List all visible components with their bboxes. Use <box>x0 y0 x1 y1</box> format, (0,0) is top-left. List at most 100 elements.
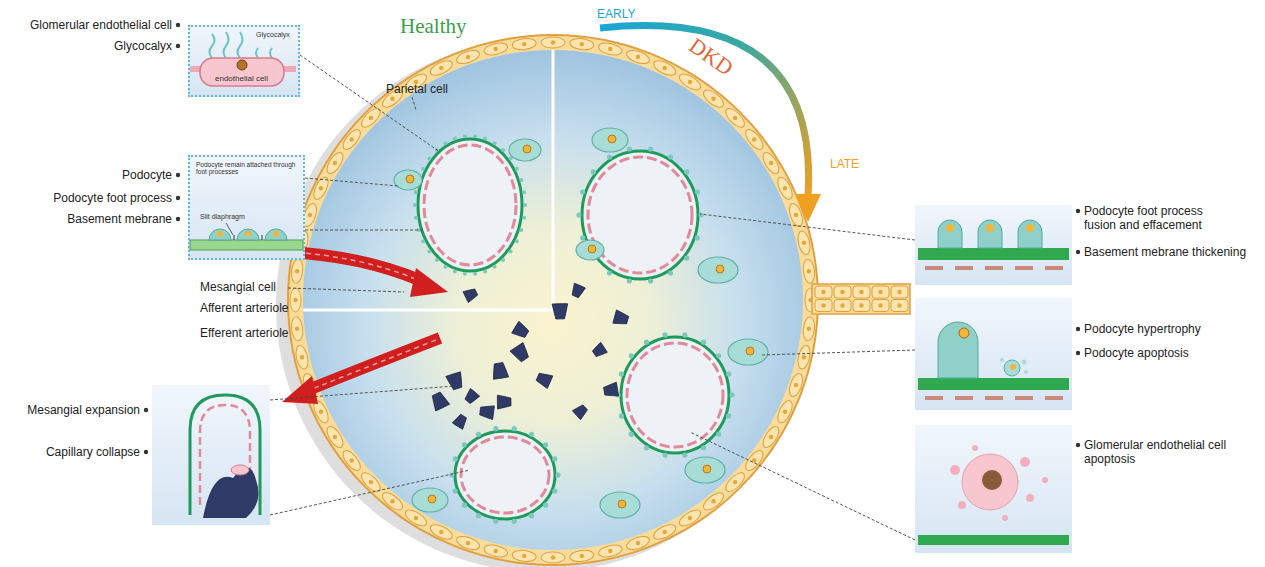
nucleus <box>369 116 373 120</box>
nucleus <box>308 213 312 217</box>
foot-process <box>627 146 632 151</box>
endothelium <box>925 266 1063 270</box>
foot-process <box>483 137 487 141</box>
foot-process <box>529 513 534 518</box>
podocyte <box>394 170 422 190</box>
foot-process <box>493 519 498 524</box>
mesangial-cell <box>613 310 629 324</box>
foot-process <box>462 503 467 508</box>
afferent-arrow <box>285 252 422 281</box>
parietal-cell <box>340 127 364 153</box>
tubule-cell <box>853 300 870 312</box>
nucleus <box>859 303 863 307</box>
foot-process <box>453 269 457 273</box>
mesangial-cell <box>497 395 511 409</box>
glomerular-space <box>303 50 803 550</box>
foot-process <box>682 453 687 458</box>
parietal-cell <box>512 37 537 51</box>
apoptotic-body <box>1000 358 1004 362</box>
nucleus <box>580 42 584 46</box>
foot-process <box>265 229 287 240</box>
basement-membrane <box>455 431 555 519</box>
foot-process <box>1018 220 1042 248</box>
foot-process <box>716 353 721 358</box>
mesangial-cell <box>592 342 607 356</box>
inset-ground <box>188 25 300 97</box>
mesangial-cell <box>512 321 529 337</box>
label-text: Podocyte foot process fusion and effacem… <box>1084 204 1234 233</box>
nucleus <box>636 55 640 59</box>
nucleus <box>733 116 737 120</box>
foot-process <box>663 453 668 458</box>
inset-text: Slit diaphragm <box>200 213 245 221</box>
nucleus <box>439 66 443 70</box>
parietal-cell <box>569 37 594 51</box>
nucleus <box>608 549 612 553</box>
parietal-cell <box>796 344 812 370</box>
nucleus <box>618 500 626 508</box>
basement-membrane <box>918 535 1069 545</box>
leader-lines <box>270 55 915 540</box>
foot-process <box>695 235 700 240</box>
endothelium <box>627 343 723 447</box>
parietal-cell <box>569 549 594 563</box>
nucleus <box>350 458 354 462</box>
foot-process <box>607 270 612 275</box>
mesangial-cell <box>552 304 568 319</box>
foot-process <box>421 167 425 171</box>
tubule-cell <box>815 300 832 312</box>
nucleus <box>494 549 498 553</box>
nucleus <box>946 224 954 232</box>
efferent-core <box>312 340 436 389</box>
parietal-cell <box>677 71 703 93</box>
podocyte <box>412 488 448 512</box>
nucleus <box>703 465 711 473</box>
foot-process <box>515 167 519 171</box>
endothelium <box>461 437 549 513</box>
nucleus <box>217 231 223 237</box>
parietal-cell <box>290 288 301 312</box>
nucleus <box>1026 224 1034 232</box>
nucleus <box>986 224 994 232</box>
podocyte <box>600 492 640 518</box>
nucleus <box>390 97 394 101</box>
nucleus <box>794 213 798 217</box>
nucleus <box>580 554 584 558</box>
nucleus <box>333 435 337 439</box>
mesangial-cell <box>452 414 466 429</box>
nucleus <box>551 40 555 44</box>
parietal-cell <box>743 448 767 474</box>
foot-process <box>501 148 505 152</box>
nucleus <box>369 480 373 484</box>
foot-process <box>463 272 467 276</box>
foot-process <box>629 353 634 358</box>
foot-process <box>684 169 689 174</box>
endothelium <box>424 145 516 265</box>
efferent-arrow <box>308 338 440 390</box>
nucleus <box>982 470 1002 490</box>
nucleus <box>859 290 863 294</box>
nucleus <box>752 137 756 141</box>
label-text: Glomerular endothelial cell apoptosis <box>1084 438 1229 467</box>
parietal-cell <box>483 41 509 57</box>
label-text: Afferent arteriole <box>200 301 289 315</box>
parietal-cell <box>625 534 651 552</box>
nucleus <box>897 303 901 307</box>
foot-process <box>453 456 458 461</box>
foot-process <box>237 229 259 240</box>
podocyte <box>509 139 541 161</box>
podocyte <box>592 128 628 152</box>
inset-box: Podocyte remain attached through foot pr… <box>188 155 305 260</box>
label-text: Glomerular endothelial cell <box>30 18 172 32</box>
mesangial-cell <box>432 392 449 411</box>
foot-process <box>552 456 557 461</box>
foot-process <box>501 258 505 262</box>
nucleus <box>428 495 436 503</box>
foot-process <box>644 445 649 450</box>
label-text: Mesangial cell <box>200 280 276 294</box>
progression-head <box>795 194 821 222</box>
parietal-cell <box>743 127 767 153</box>
apoptotic-podocyte <box>1004 360 1020 376</box>
nucleus <box>588 245 596 253</box>
nucleus <box>466 541 470 545</box>
